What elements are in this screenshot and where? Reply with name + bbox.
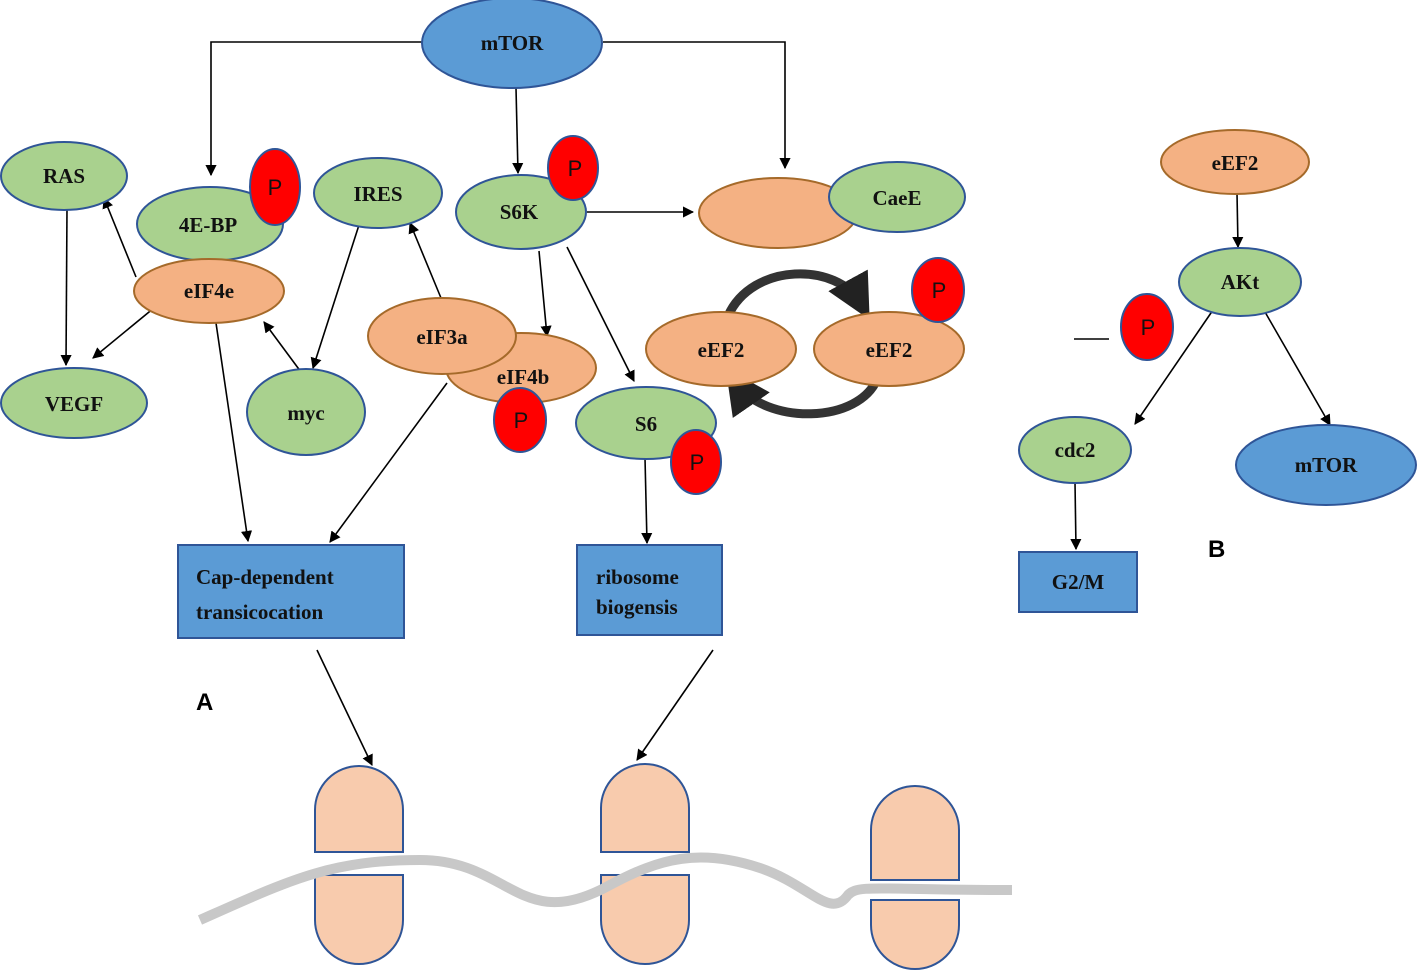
node-eif4e: eIF4e [133, 258, 285, 324]
cycle-arrow-top [723, 269, 870, 320]
edge-mtor-s6k [512, 87, 524, 175]
box-g2m: G2/M [1018, 551, 1138, 613]
ribosome-1 [314, 765, 404, 965]
svg-text:cdc2: cdc2 [1055, 438, 1096, 462]
svg-text:RAS: RAS [43, 164, 85, 188]
node-b-akt: AKt [1178, 247, 1302, 317]
svg-text:VEGF: VEGF [45, 392, 103, 416]
svg-text:P: P [690, 450, 705, 475]
edge-s6k-s6 [566, 246, 635, 383]
ribosome-2 [600, 763, 690, 965]
cap-label-line1: Cap-dependent [196, 565, 334, 589]
svg-text:eIF4b: eIF4b [497, 365, 550, 389]
cycle-arrow-bottom [725, 368, 883, 419]
svg-text:P: P [568, 156, 583, 181]
ribo-label-line2: biogensis [596, 595, 678, 619]
svg-text:eEF2: eEF2 [866, 338, 913, 362]
svg-text:P: P [514, 408, 529, 433]
box-ribosome-biogenesis: ribosome biogensis [576, 544, 723, 636]
svg-text:mTOR: mTOR [1295, 453, 1358, 477]
edge-ras-vegf [60, 207, 72, 367]
phospho-s6k: P [547, 135, 599, 201]
edge-eif3a-ires [408, 221, 442, 299]
box-cap-dependent: Cap-dependent transicocation [177, 544, 405, 639]
svg-text:eEF2: eEF2 [698, 338, 745, 362]
svg-text:eIF3a: eIF3a [416, 325, 468, 349]
edge-mtor-caee [603, 41, 791, 170]
edge-eif4e-cap [215, 322, 253, 543]
svg-text:P: P [932, 278, 947, 303]
svg-text:AKt: AKt [1221, 270, 1260, 294]
edge-s6-ribo [641, 457, 653, 545]
svg-text:S6: S6 [635, 412, 657, 436]
cap-label-line2: transicocation [196, 600, 323, 624]
svg-text:eIF4e: eIF4e [184, 279, 234, 303]
svg-text:P: P [1141, 315, 1156, 340]
ribo-label-line1: ribosome [596, 565, 679, 589]
svg-text:CaeE: CaeE [873, 186, 922, 210]
node-b-eef2: eEF2 [1160, 129, 1310, 195]
phospho-b: P [1120, 293, 1174, 361]
node-b-mtor: mTOR [1235, 424, 1417, 506]
node-eef2-right: eEF2 [813, 311, 965, 387]
svg-text:IRES: IRES [353, 182, 402, 206]
ribosome-3 [870, 785, 960, 970]
svg-text:eEF2: eEF2 [1212, 151, 1259, 175]
panel-label-b: B [1208, 536, 1225, 563]
ribosomes [197, 763, 1013, 970]
phospho-eef2: P [911, 257, 965, 323]
edge-eif4b-cap [329, 382, 448, 543]
phospho-4ebp: P [249, 148, 301, 226]
panel-label-a: A [196, 689, 213, 716]
edge-s6k-eif4b [538, 250, 552, 338]
node-b-cdc2: cdc2 [1018, 416, 1132, 484]
eef2-cycle [723, 269, 883, 419]
phospho-s6: P [670, 429, 722, 495]
svg-text:mTOR: mTOR [481, 31, 544, 55]
phospho-eif4b: P [493, 387, 547, 453]
node-myc: myc [246, 368, 366, 456]
node-vegf: VEGF [0, 367, 148, 439]
edge-cap-ribosome1 [316, 649, 373, 767]
edge-eif4e-vegf [92, 302, 161, 359]
edge-b-eef2-akt [1232, 192, 1244, 249]
g2m-label: G2/M [1052, 570, 1105, 594]
svg-text:4E-BP: 4E-BP [179, 213, 238, 237]
node-caee: CaeE [828, 161, 966, 233]
edge-b-akt-mtor [1264, 311, 1331, 426]
mrna-strand [197, 852, 1013, 925]
svg-text:myc: myc [287, 401, 324, 425]
edge-b-cdc2-g2m [1070, 481, 1082, 551]
edge-mtor-4ebp [205, 41, 423, 177]
node-eef2-left: eEF2 [645, 311, 797, 387]
edge-b-akt-cdc2 [1134, 309, 1214, 425]
node-4ebp: 4E-BP [136, 186, 284, 262]
node-eif3a: eIF3a [367, 297, 517, 375]
edges [60, 41, 1331, 767]
edge-myc-eif4e [263, 321, 302, 373]
edge-ribo-ribosome2 [636, 649, 714, 761]
node-mtor: mTOR [421, 0, 603, 89]
svg-text:P: P [268, 175, 283, 200]
edge-eif4e-ras [102, 196, 137, 278]
node-s6k: S6K [455, 174, 587, 250]
edge-ires-myc [310, 224, 360, 370]
svg-text:S6K: S6K [500, 200, 539, 224]
node-ras: RAS [0, 141, 128, 211]
node-ires: IRES [313, 157, 443, 229]
